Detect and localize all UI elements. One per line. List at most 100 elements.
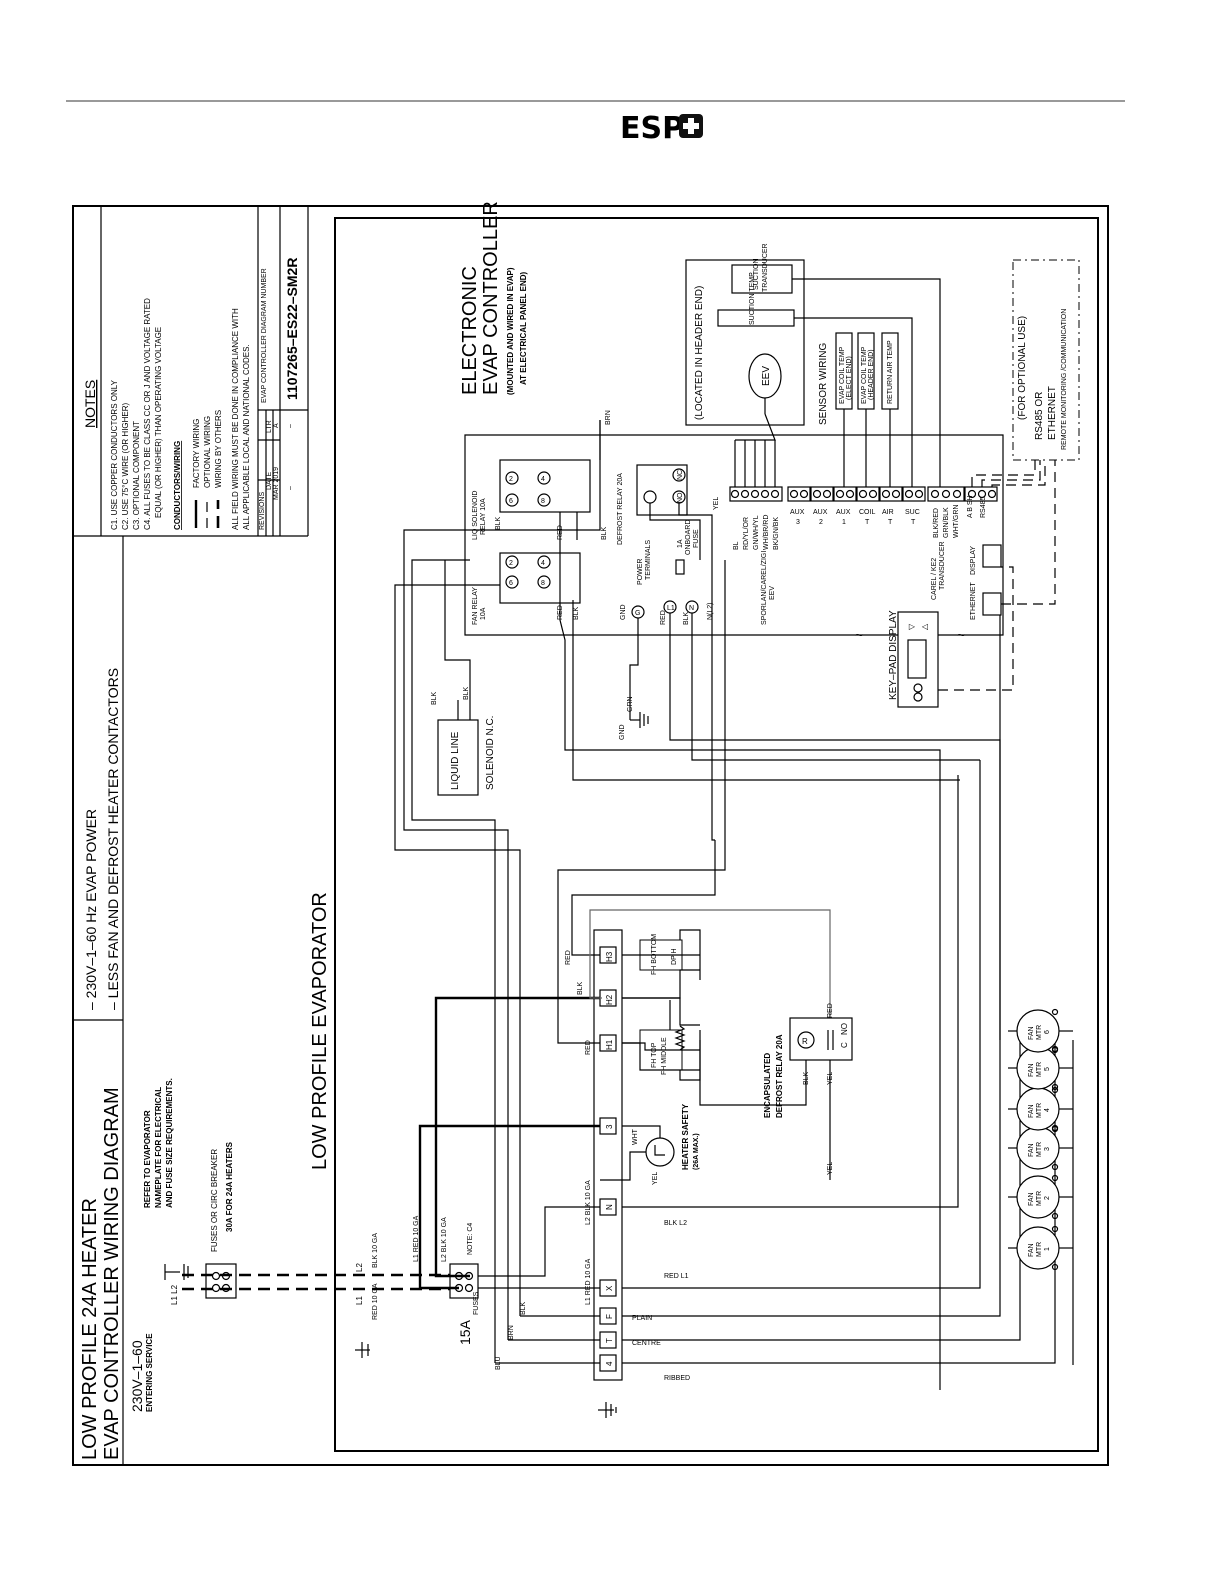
display-port [982,544,1002,568]
relay-pin [505,471,519,485]
revisions-date: MAR 2019 [273,467,280,500]
legend-others: WIRING BY OTHERS [214,410,223,488]
svg-text:SUCTION: SUCTION [753,259,760,291]
relay-pin-number: 4 [541,476,545,483]
svg-text:FAN: FAN [1028,1063,1035,1077]
note-c4-cont: EQUAL (OR HIGHER) THAN OPERATING VOLTAGE [154,327,163,518]
svg-text:RED: RED [827,1003,834,1018]
svg-text:R: R [802,1037,808,1046]
wire-blu-label: BLU [495,1356,502,1370]
svg-text:FUSE: FUSE [693,529,700,548]
svg-text:EVAP COIL TEMP: EVAP COIL TEMP [861,346,868,404]
terminal-label: H3 [605,951,614,962]
svg-text:RED: RED [585,1040,592,1055]
svg-text:DEFROST RELAY 20A: DEFROST RELAY 20A [775,1034,784,1118]
svg-text:AUX: AUX [836,509,851,516]
svg-text:WHT: WHT [632,1128,639,1145]
svg-text:HEATER SAFETY: HEATER SAFETY [681,1103,690,1170]
svg-text:EVAP COIL TEMP: EVAP COIL TEMP [839,346,846,404]
service-supply: 230V–1–60 [129,1340,145,1412]
relay-pin [505,575,519,589]
terminal-label: T [605,1338,614,1343]
svg-text:GRN: GRN [627,696,634,712]
svg-text:RS485 OR: RS485 OR [1034,392,1045,440]
svg-text:GND: GND [619,724,626,740]
svg-text:3: 3 [1044,1147,1051,1151]
svg-text:BLK: BLK [573,606,580,620]
l2-blk-10-label: L2 BLK 10 GA [441,1217,448,1262]
svg-text:YEL: YEL [827,1162,834,1175]
eev-pin [770,489,780,499]
heater-fh-middle: FH MIDDLE [661,1000,671,1075]
revisions-date-label: DATE [266,472,273,490]
note-c1: C1. USE COPPER CONDUCTORS ONLY [110,379,119,530]
svg-text:A B SH: A B SH [967,495,974,518]
svg-text:KEY–PAD DISPLAY: KEY–PAD DISPLAY [888,610,899,700]
svg-text:RED: RED [557,605,564,620]
terminal-label: H1 [605,1039,614,1050]
svg-text:(FOR OPTIONAL USE): (FOR OPTIONAL USE) [1017,316,1028,420]
svg-text:DISPLAY: DISPLAY [970,546,977,575]
fuses-breaker-label: FUSES OR CIRC BREAKER [210,1149,219,1252]
svg-text:DEFROST RELAY 20A: DEFROST RELAY 20A [617,473,624,545]
wire-blk-h2 [589,909,831,1020]
power-terminals: POWER TERMINALS G L1 N N(L2) 1A ONBOARD … [620,520,1001,1040]
svg-text:SPORLAN/CAREL/ZIGI: SPORLAN/CAREL/ZIGI [761,551,768,625]
svg-text:BLK: BLK [431,691,438,705]
ground-symbol-service [164,1264,189,1280]
svg-text:FH BOTTOM: FH BOTTOM [651,934,658,975]
svg-text:(MOUNTED AND WIRED IN EVAP: (MOUNTED AND WIRED IN EVAP) [506,267,515,395]
field-note-1: ALL FIELD WIRING MUST BE DONE IN COMPLIA… [231,308,240,530]
svg-text:T: T [911,519,916,526]
note-c4: C4. ALL FUSES TO BE CLASS CC OR J AND VO… [143,298,152,530]
transducer-pin [930,489,940,499]
fuse-15a-label: 15A [457,1319,473,1345]
wire-blk-l2 [478,1206,600,1277]
svg-text:COIL: COIL [859,509,875,516]
svg-text:MTR: MTR [1036,1191,1043,1206]
relay-pin-number: 6 [509,498,513,505]
terminal-label: 4 [605,1361,614,1366]
svg-text:2: 2 [1044,1196,1051,1200]
revisions-dash-1: – [287,486,294,490]
lead-plain [622,610,1001,1317]
svg-text:1: 1 [1044,1247,1051,1251]
wire-blk-label: BLK [520,1301,527,1315]
terminal-label: H2 [605,994,614,1005]
ground-symbol-bottom [598,1402,617,1418]
terminal-label: N [605,1204,614,1210]
note-c2: C2. USE 75°C WIRE (OR HIGHER) [121,402,130,530]
title-line-1: LOW PROFILE 24A HEATER [79,1198,101,1460]
field-note-2: ALL APPLICABLE LOCAL AND NATIONAL CODES. [242,344,251,530]
svg-text:BLK: BLK [601,526,608,540]
transducer-pin [941,489,951,499]
svg-text:BLK: BLK [463,686,470,700]
relay-pin-number: 2 [509,476,513,483]
refer-line-1: REFER TO EVAPORATOR [143,1110,152,1208]
wire-brn-label: BRN [508,1325,515,1340]
svg-text:BRN: BRN [605,410,612,425]
svg-text:AUX: AUX [813,509,828,516]
lead-ribbed [622,1040,1056,1364]
relay-pin-number: 8 [541,498,545,505]
wire-red-h1 [557,560,726,1044]
legend-optional: OPTIONAL WIRING [203,416,212,488]
svg-text:MTR: MTR [1036,1142,1043,1157]
drawing-frame [72,205,1109,1466]
svg-text:T: T [865,519,870,526]
heater-safety: WHT YEL HEATER SAFETY (26A MAX.) [600,1103,700,1185]
eev-wire-label: GN/WH/YL [753,515,760,550]
svg-text:(26A MAX.): (26A MAX.) [693,1133,700,1170]
eev-wire-label: BL [733,541,740,550]
note-c4-label: NOTE: C4 [467,1223,474,1255]
svg-text:BLK: BLK [495,516,502,530]
lead-blk-l2 [622,775,959,1208]
svg-text:LIQ SOLENOID: LIQ SOLENOID [472,491,479,540]
ethernet-port [982,592,1002,616]
wire-blk-plain [394,584,521,1316]
service-section: 230V–1–60 ENTERING SERVICE L1 L2 FUSES O… [129,1078,480,1412]
lead-blk-l2-label: BLK L2 [664,1220,687,1227]
svg-text:BLK/RED: BLK/RED [933,508,940,538]
lead-red-l1-label: RED L1 [664,1273,689,1280]
ground-symbol-left [355,1342,370,1358]
